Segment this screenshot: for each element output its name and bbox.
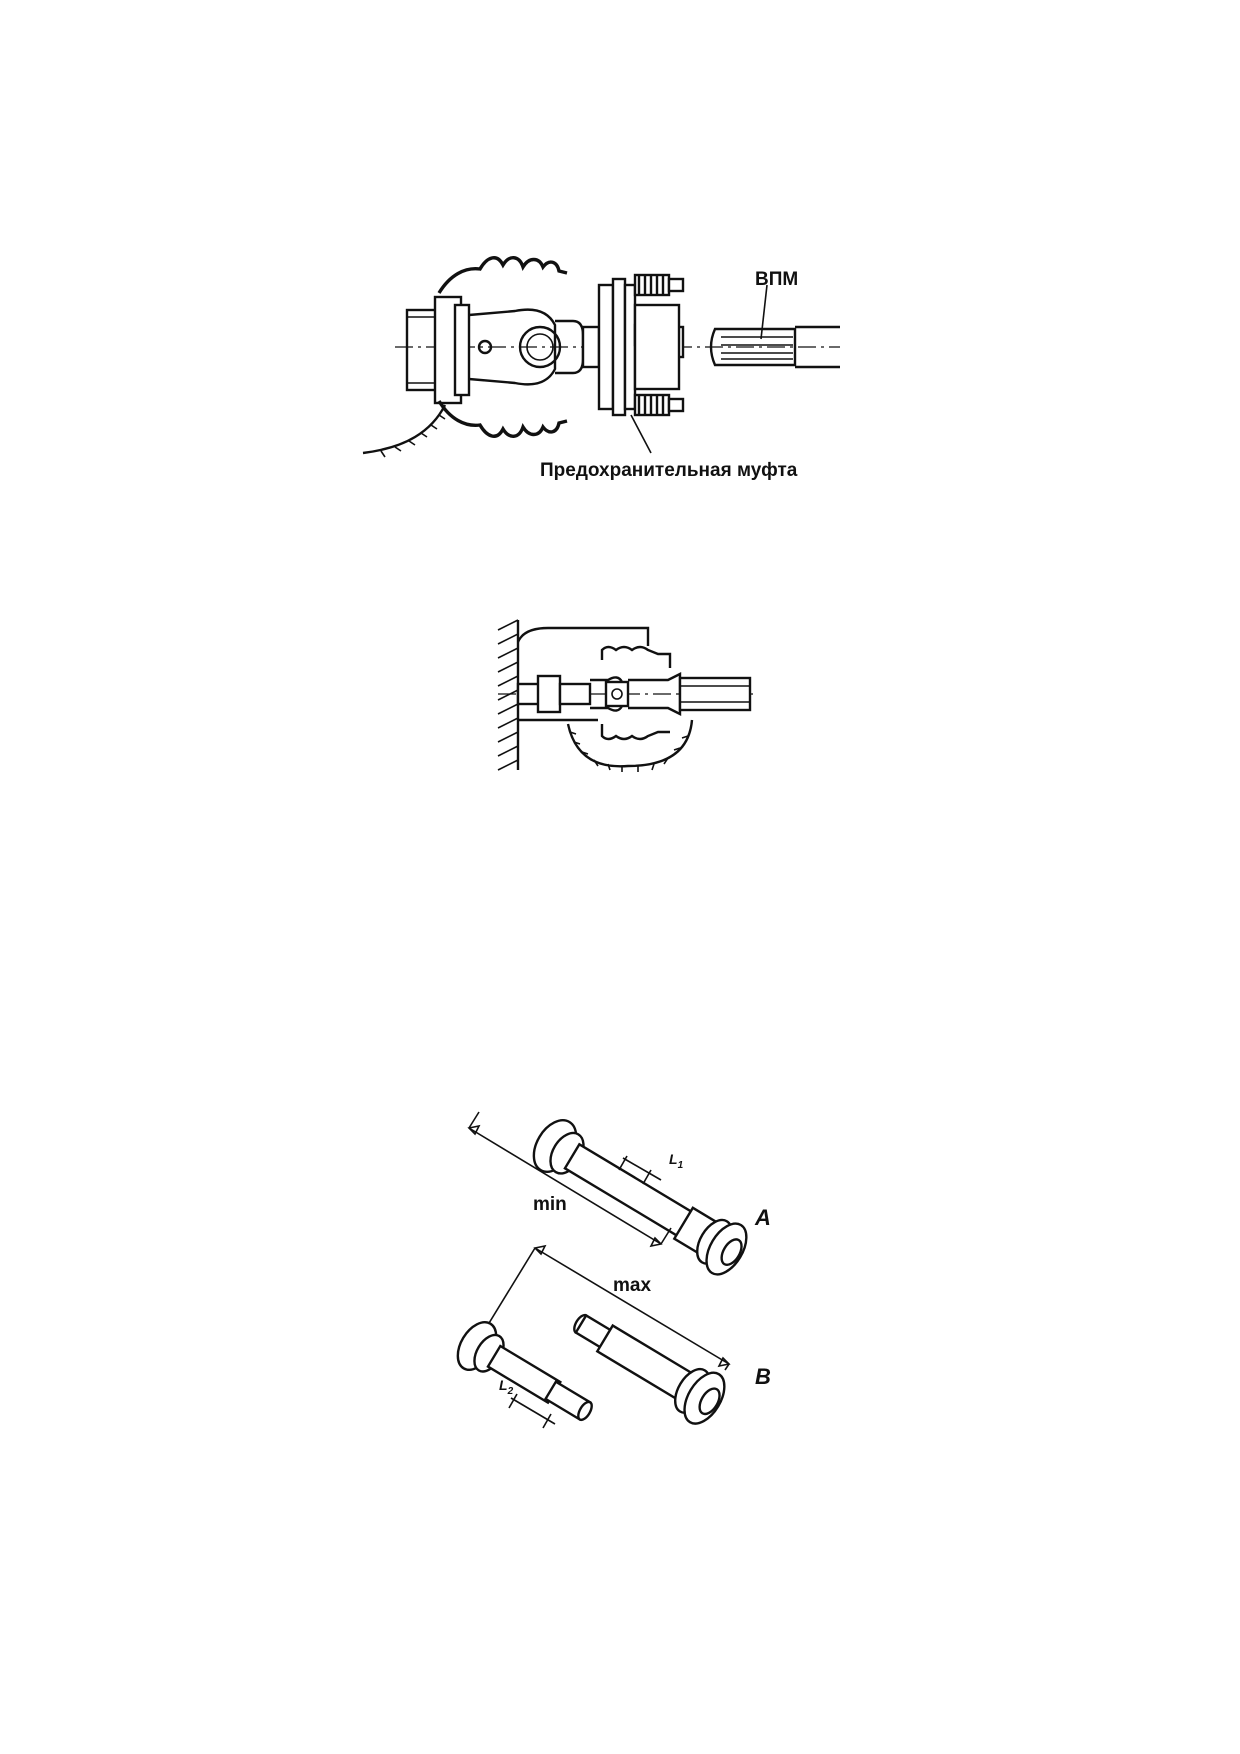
shaft-holder-drawing <box>497 619 753 772</box>
label-l1: L1 <box>669 1151 684 1171</box>
pto-shaft <box>709 325 840 369</box>
shaft-b-right <box>573 1313 726 1425</box>
label-max: max <box>613 1275 651 1296</box>
label-l2: L2 <box>499 1377 514 1397</box>
shaft-length-drawing: min L1 A max L2 B <box>456 1111 771 1429</box>
label-b: B <box>755 1364 771 1389</box>
figure-shaft-length: min L1 A max L2 B <box>455 1098 795 1429</box>
label-min: min <box>533 1194 567 1215</box>
label-pto: ВПМ <box>755 269 798 290</box>
label-safety-clutch: Предохранительная муфта <box>540 460 798 481</box>
pto-coupling-drawing: ВПМ Предохранительная муфта <box>362 256 840 481</box>
figure-shaft-holder <box>497 619 758 772</box>
shaft-a <box>532 1119 748 1276</box>
label-a: A <box>754 1205 771 1230</box>
figure-pto-coupling: ВПМ Предохранительная муфта <box>362 255 845 481</box>
spring-top <box>633 273 685 297</box>
shaft-b-left <box>456 1321 593 1422</box>
spring-bottom <box>633 393 685 417</box>
